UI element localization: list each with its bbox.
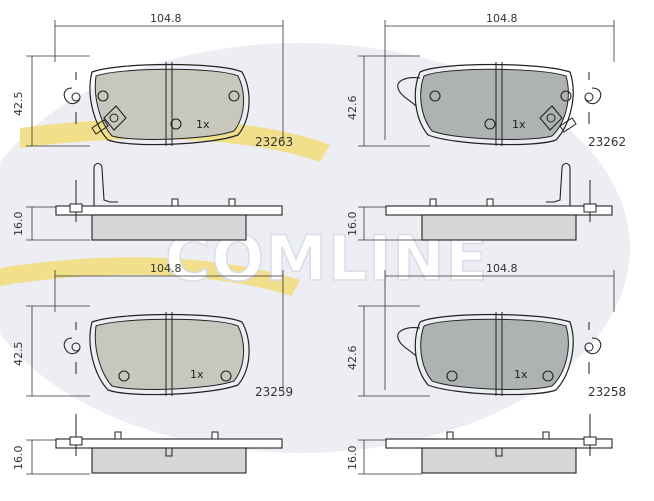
width-label: 104.8 bbox=[486, 262, 518, 275]
height-dimension: 42.5 bbox=[12, 55, 90, 147]
thickness-label: 16.0 bbox=[346, 212, 359, 237]
width-label: 104.8 bbox=[150, 12, 182, 25]
pad-23258: 104.8 42.6 1x 23258 16.0 bbox=[346, 262, 626, 475]
width-label: 104.8 bbox=[150, 262, 182, 275]
pad-front-view bbox=[63, 312, 250, 396]
quantity-label: 1x bbox=[514, 368, 528, 381]
pad-side-view: 16.0 bbox=[346, 162, 613, 241]
width-dimension: 104.8 bbox=[54, 262, 284, 390]
pad-side-view: 16.0 bbox=[12, 162, 283, 241]
part-code: 23262 bbox=[588, 135, 626, 149]
quantity-label: 1x bbox=[190, 368, 204, 381]
pad-front-view bbox=[397, 312, 602, 396]
pad-front-view bbox=[397, 62, 602, 146]
pad-23262: 104.8 42.6 1x 23262 bbox=[346, 12, 626, 241]
quantity-label: 1x bbox=[512, 118, 526, 131]
watermark-swoosh-bottom bbox=[0, 257, 300, 296]
pad-23263: 104.8 42.5 1x 23263 bbox=[12, 12, 293, 241]
pad-side-view: 16.0 bbox=[346, 414, 613, 475]
height-dimension: 42.5 bbox=[12, 305, 90, 397]
part-code: 23258 bbox=[588, 385, 626, 399]
width-dimension: 104.8 bbox=[54, 12, 284, 140]
thickness-label: 16.0 bbox=[12, 212, 25, 237]
height-label: 42.6 bbox=[346, 96, 359, 121]
quantity-label: 1x bbox=[196, 118, 210, 131]
part-code: 23263 bbox=[255, 135, 293, 149]
height-dimension: 42.6 bbox=[346, 55, 430, 147]
width-label: 104.8 bbox=[486, 12, 518, 25]
pad-23259: 104.8 42.5 1x 23259 16.0 bbox=[12, 262, 293, 475]
part-code: 23259 bbox=[255, 385, 293, 399]
width-dimension: 104.8 bbox=[384, 12, 615, 140]
height-label: 42.6 bbox=[346, 346, 359, 371]
thickness-label: 16.0 bbox=[12, 446, 25, 471]
watermark-swoosh-top bbox=[20, 119, 330, 162]
pad-front-view bbox=[63, 62, 250, 146]
height-dimension: 42.6 bbox=[346, 305, 430, 397]
height-label: 42.5 bbox=[12, 342, 25, 367]
height-label: 42.5 bbox=[12, 92, 25, 117]
pad-side-view: 16.0 bbox=[12, 414, 283, 475]
thickness-label: 16.0 bbox=[346, 446, 359, 471]
width-dimension: 104.8 bbox=[384, 262, 615, 390]
